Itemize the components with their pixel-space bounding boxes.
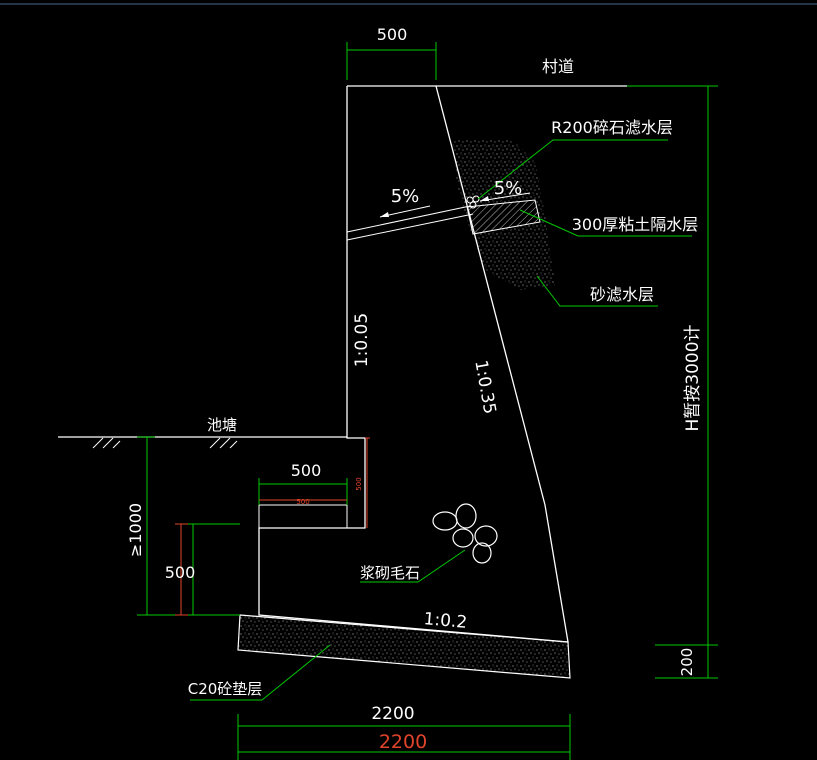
base-slope-label: 1:0.2 (423, 609, 468, 633)
gravel-filter-symbol (466, 195, 480, 209)
drain-pipe-top (346, 205, 471, 233)
toe-height-label: 500 (165, 563, 196, 582)
rubble-label: 浆砌毛石 (360, 564, 420, 582)
base-width-label: 2200 (371, 704, 414, 724)
c20-cushion-label: C20砼垫层 (188, 680, 263, 698)
drain-slope-right-label: 5% (494, 178, 523, 199)
top-width-label: 500 (377, 25, 408, 44)
step-width-label: 500 (291, 461, 322, 480)
ground-hatch-marks (92, 437, 238, 449)
dimension-lines (137, 42, 718, 760)
step-rect (258, 504, 348, 529)
embed-depth-label: ≥1000 (126, 503, 145, 557)
cushion-thickness-label: 200 (678, 648, 696, 677)
rubble-stone-symbol (432, 503, 498, 564)
step-width-small-label: 500 (296, 498, 309, 506)
step-height-small-label: 500 (355, 477, 363, 490)
front-slope-label: 1:0.05 (352, 313, 372, 367)
wall-height-label: H暂按3000计 (683, 324, 703, 431)
drain-slope-left-label: 5% (391, 186, 420, 207)
drain-pipe-bottom (346, 213, 474, 241)
red-dimension-lines (175, 437, 370, 616)
village-road-label: 村道 (542, 57, 574, 76)
sand-filter-label: 砂滤水层 (590, 285, 654, 304)
leader-lines (190, 139, 692, 701)
gravel-filter-label: R200碎石滤水层 (551, 118, 673, 137)
drain-arrowhead-right (480, 196, 489, 201)
drain-arrowhead-left (380, 212, 389, 217)
c20-cushion-layer (237, 614, 571, 679)
base-width-red-label: 2200 (379, 731, 427, 753)
pond-label: 池塘 (207, 416, 237, 434)
wall-outline (258, 85, 569, 643)
clay-barrier-label: 300厚粘土隔水层 (572, 215, 699, 234)
clay-barrier-hatch (466, 199, 541, 235)
back-slope-label: 1:0.35 (470, 359, 499, 416)
